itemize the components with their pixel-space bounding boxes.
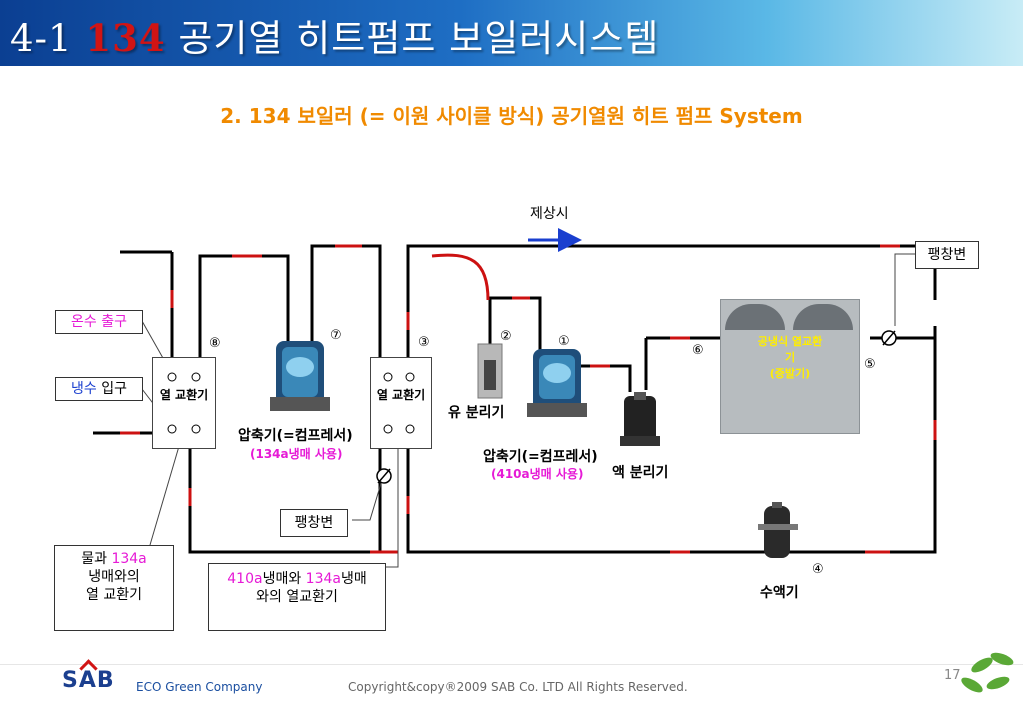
company-logo: SAB: [62, 668, 115, 693]
evaporator-line3: (증발기): [769, 367, 811, 380]
hot-gas-bypass: [431, 253, 490, 301]
valve-symbols: [376, 330, 897, 484]
cold-water-word: 냉수: [71, 381, 97, 397]
title-highlight: 134: [85, 16, 166, 60]
copyright: Copyright&copy®2009 SAB Co. LTD All Righ…: [348, 680, 688, 694]
footer-divider: [0, 664, 1023, 665]
callout-water-line2: 냉매와의: [88, 569, 140, 585]
callout-refrig-line1: 410a냉매와 134a냉매: [227, 571, 367, 587]
company-tagline: ECO Green Company: [136, 680, 263, 694]
callout-refrigerant-hx: 410a냉매와 134a냉매 와의 열교환기: [208, 563, 386, 631]
compressor-134-label: 압축기(=컴프레서): [238, 428, 353, 444]
leaf-decoration-icon: [961, 652, 1014, 693]
point-3: ③: [418, 335, 430, 350]
receiver-icon: [758, 502, 798, 558]
point-8: ⑧: [209, 336, 221, 351]
air-cooled-evaporator: 공냉식 열교환 기 (증발기): [720, 299, 860, 434]
hx-mid-label: 열 교환기: [376, 388, 426, 402]
point-7: ⑦: [330, 328, 342, 343]
hx-left-label: 열 교환기: [159, 388, 209, 402]
title-prefix: 4-1: [10, 17, 86, 60]
title-banner: [0, 0, 1023, 66]
flow-arrows: [120, 244, 937, 554]
expansion-valve-top-label: 팽창변: [915, 241, 979, 269]
receiver-label: 수액기: [760, 585, 799, 601]
inlet-word: 입구: [96, 381, 127, 397]
point-5: ⑤: [864, 357, 876, 372]
compressor-134-note: (134a냉매 사용): [250, 447, 343, 461]
oil-separator-icon: [477, 343, 503, 399]
heat-exchanger-left: 열 교환기: [152, 357, 216, 449]
point-4: ④: [812, 562, 824, 577]
cold-water-inlet-label: 냉수 입구: [55, 377, 143, 401]
evaporator-line1: 공냉식 열교환: [757, 335, 823, 348]
slide-subtitle: 2. 134 보일러 (= 이원 사이클 방식) 공기열원 히트 펌프 Syst…: [220, 104, 803, 128]
compressor-134-icon: [270, 341, 330, 411]
liquid-separator-label: 액 분리기: [612, 465, 669, 481]
fan-right-icon: [793, 304, 853, 330]
heat-exchanger-mid: 열 교환기: [370, 357, 432, 449]
expansion-valve-mid-label: 팽창변: [280, 509, 348, 537]
evaporator-line2: 기: [784, 351, 796, 364]
hot-water-outlet-label: 온수 출구: [55, 310, 143, 334]
point-1: ①: [558, 334, 570, 349]
callout-water-hx: 물과 134a 냉매와의 열 교환기: [54, 545, 174, 631]
fan-left-icon: [725, 304, 785, 330]
point-2: ②: [500, 329, 512, 344]
callout-water-line1: 물과 134a: [81, 551, 147, 567]
evaporator-label: 공냉식 열교환 기 (증발기): [721, 334, 859, 382]
point-6: ⑥: [692, 343, 704, 358]
compressor-410-note: (410a냉매 사용): [491, 467, 584, 481]
page-title: 4-1 134 공기열 히트펌프 보일러시스템: [10, 8, 659, 62]
liquid-separator-icon: [620, 392, 660, 446]
compressor-410-icon: [527, 349, 587, 417]
callout-water-line3: 열 교환기: [86, 587, 142, 603]
title-suffix: 공기열 히트펌프 보일러시스템: [165, 17, 660, 60]
page-number: 17: [944, 668, 961, 683]
defrost-label: 제상시: [530, 206, 569, 222]
compressor-410-label: 압축기(=컴프레서): [483, 449, 598, 465]
oil-separator-label: 유 분리기: [448, 405, 505, 421]
callout-refrig-line2: 와의 열교환기: [256, 589, 338, 605]
